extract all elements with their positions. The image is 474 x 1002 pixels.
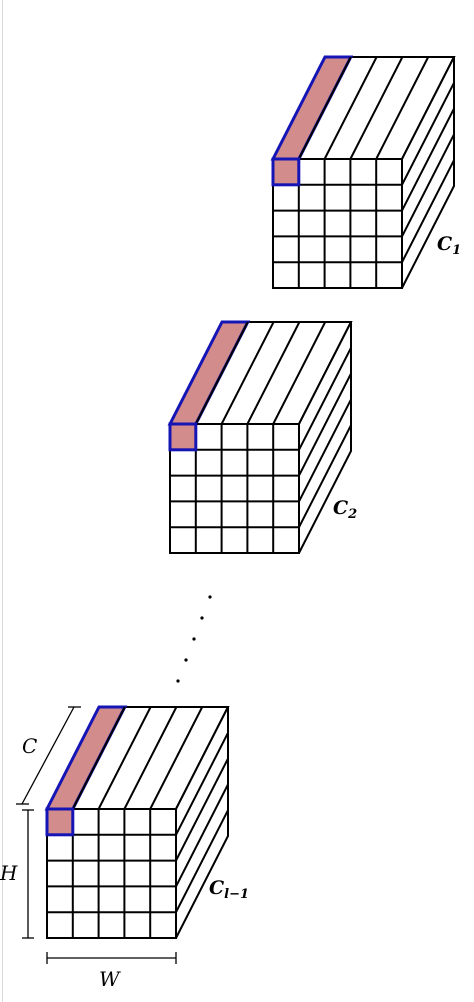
cube-label-last: Cl−1 <box>209 877 249 902</box>
tensor-cube-1 <box>270 55 456 289</box>
top-face-line <box>323 56 378 160</box>
top-face-line <box>297 56 352 160</box>
top-face-line <box>375 56 430 160</box>
highlight-cell <box>168 422 198 452</box>
cube-label-1: C1 <box>437 233 461 258</box>
top-face-line <box>220 321 275 425</box>
top-face-line <box>149 706 204 810</box>
dimension-width <box>46 952 177 964</box>
right-face-line <box>175 732 229 836</box>
dimension-height <box>22 809 34 939</box>
dimension-channel <box>16 706 81 805</box>
right-face-line <box>298 347 352 451</box>
dimension-label-channel: C <box>22 734 37 758</box>
right-face-line <box>298 373 352 477</box>
highlight-cell <box>45 807 75 837</box>
top-face-line <box>246 321 301 425</box>
tensor-cube-2 <box>167 320 353 554</box>
ellipsis-dots <box>176 595 212 683</box>
top-face-line <box>349 56 404 160</box>
right-face-line <box>175 758 229 862</box>
right-face-line <box>175 809 229 913</box>
dimension-label-height: H <box>0 861 18 885</box>
right-face-line <box>401 133 455 237</box>
page-edge-line <box>2 0 3 1002</box>
right-face-line <box>401 159 455 263</box>
highlight-cell <box>271 157 301 187</box>
right-face-line <box>298 398 352 502</box>
top-face-line <box>123 706 178 810</box>
top-face-line <box>71 706 126 810</box>
tensor-cube-3 <box>44 705 230 939</box>
right-face-line <box>175 783 229 887</box>
top-face-line <box>194 321 249 425</box>
right-face-line <box>401 82 455 186</box>
right-face-line <box>401 108 455 212</box>
right-face-line <box>298 424 352 528</box>
cube-label-2: C2 <box>333 497 357 522</box>
top-face-line <box>272 321 327 425</box>
top-face-line <box>97 706 152 810</box>
dimension-label-width: W <box>99 967 121 991</box>
